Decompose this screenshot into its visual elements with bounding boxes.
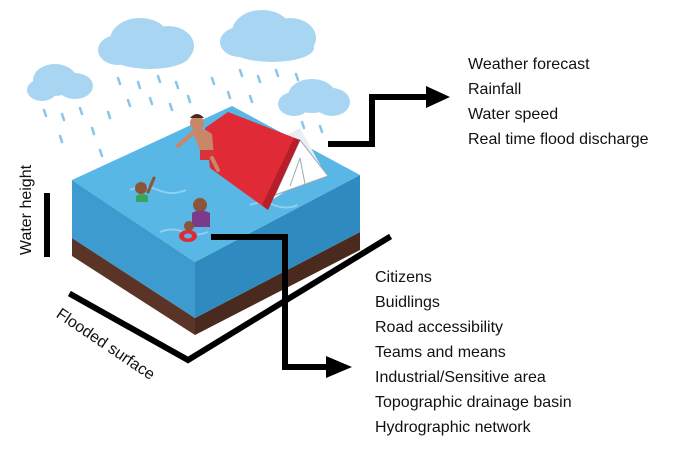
soil-right-face <box>195 232 360 335</box>
flooded-house <box>205 112 329 210</box>
cloud <box>98 18 194 69</box>
list-item: Industrial/Sensitive area <box>375 369 546 386</box>
rain <box>42 68 324 158</box>
water-ripple <box>249 201 299 209</box>
adult-rescuing-child <box>179 198 210 242</box>
house-gable-line <box>299 157 306 185</box>
water-height-label: Water height <box>18 164 35 256</box>
house-gable-line <box>289 157 301 187</box>
people <box>135 114 220 242</box>
soil-left-face <box>72 238 195 335</box>
cloud <box>27 64 93 101</box>
house-roof-edge <box>262 138 300 210</box>
arrowhead-top <box>426 86 450 108</box>
arrows <box>211 86 450 378</box>
list-item: Topographic drainage basin <box>375 394 572 411</box>
list-item: Teams and means <box>375 344 506 361</box>
list-item: Real time flood discharge <box>468 131 649 148</box>
person-on-roof <box>176 114 220 172</box>
arrow-to-bottom-factors <box>211 234 328 370</box>
flooded-surface-axis <box>67 233 393 364</box>
arrowhead-bottom <box>326 356 352 378</box>
water-left-face <box>72 180 195 318</box>
list-item: Road accessibility <box>375 319 504 336</box>
axis-lines <box>44 193 393 364</box>
child-in-water <box>135 176 156 202</box>
list-item: Citizens <box>375 269 432 286</box>
water-right-face <box>195 175 360 318</box>
list-item: Weather forecast <box>468 56 590 73</box>
arrow-to-top-factors <box>328 94 428 147</box>
list-item: Water speed <box>468 106 559 123</box>
list-item: Rainfall <box>468 81 522 98</box>
cloud <box>278 79 350 116</box>
list-item: Buidlings <box>375 294 440 311</box>
bottom-factors-list: Citizens Buidlings Road accessibility Te… <box>375 265 572 440</box>
list-item: Hydrographic network <box>375 419 531 436</box>
rain-clouds <box>27 10 350 116</box>
top-factors-list: Weather forecast Rainfall Water speed Re… <box>468 52 649 152</box>
cloud <box>220 10 316 62</box>
